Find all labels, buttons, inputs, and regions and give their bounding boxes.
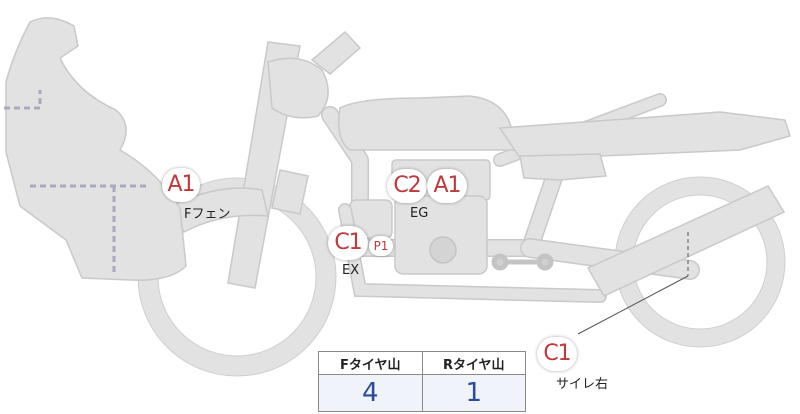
cowl-dotted-lines xyxy=(4,90,150,276)
seat xyxy=(498,111,791,159)
handlebar xyxy=(310,30,362,75)
front-tire-value: 4 xyxy=(318,374,423,412)
marker-front-fender: A1 xyxy=(162,168,200,202)
fuel-tank xyxy=(338,95,522,151)
tire-tread-table: Fタイヤ山 Rタイヤ山 4 1 xyxy=(318,351,526,412)
rear-tire-header: Rタイヤ山 xyxy=(421,351,526,375)
kickstand xyxy=(491,253,554,271)
muffler xyxy=(586,185,786,297)
label-front-fender: Fフェン xyxy=(184,207,231,222)
front-tire-header: Fタイヤ山 xyxy=(318,351,423,375)
label-engine: EG xyxy=(410,206,429,221)
rear-tire-value: 1 xyxy=(421,374,526,412)
front-fender-shape xyxy=(168,187,269,234)
headlight xyxy=(267,57,329,119)
marker-exhaust-part: P1 xyxy=(369,236,393,256)
front-cowl xyxy=(5,17,187,281)
label-right-muffler: サイレ右 xyxy=(556,377,609,392)
side-cover xyxy=(519,153,607,181)
marker-engine-2: A1 xyxy=(427,169,467,203)
marker-engine-1: C2 xyxy=(387,169,427,203)
muffler-leader-line xyxy=(577,275,689,335)
marker-exhaust: C1 xyxy=(328,226,368,260)
label-exhaust: EX xyxy=(342,263,360,278)
marker-right-muffler: C1 xyxy=(537,337,577,371)
